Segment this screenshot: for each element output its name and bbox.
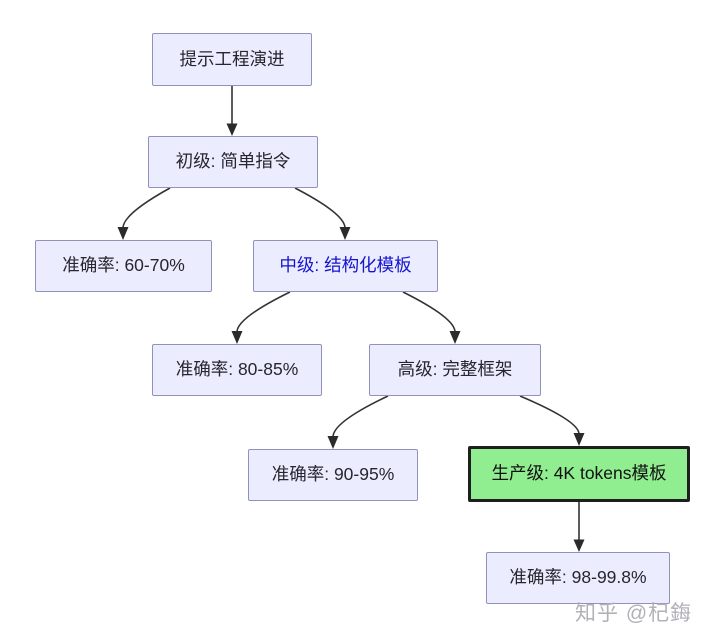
arrowhead-basic-intermediate xyxy=(339,227,351,240)
arrowhead-production-acc xyxy=(573,539,585,552)
edge-advanced-production xyxy=(519,395,580,435)
edge-basic-intermediate xyxy=(294,187,346,229)
arrowhead-advanced-acc xyxy=(327,436,339,449)
arrowhead-advanced-production xyxy=(573,433,585,446)
node-root: 提示工程演进 xyxy=(152,33,312,86)
node-intermediate-level: 中级: 结构化模板 xyxy=(253,240,438,292)
arrowhead-basic-acc xyxy=(117,227,129,240)
arrowhead-intermediate-advanced xyxy=(449,331,461,344)
node-accuracy-60-70: 准确率: 60-70% xyxy=(35,240,212,292)
node-accuracy-98-99-8: 准确率: 98-99.8% xyxy=(486,552,670,604)
arrowhead-intermediate-acc xyxy=(231,331,243,344)
node-production-level: 生产级: 4K tokens模板 xyxy=(468,446,690,502)
edge-advanced-acc xyxy=(332,395,389,438)
watermark: 知乎 @杞鋂 xyxy=(575,602,693,625)
node-accuracy-80-85: 准确率: 80-85% xyxy=(152,344,322,396)
node-advanced-level: 高级: 完整框架 xyxy=(369,344,541,396)
arrowhead-root-basic xyxy=(226,123,238,136)
node-basic-level: 初级: 简单指令 xyxy=(148,136,318,188)
edge-basic-acc xyxy=(122,187,171,229)
node-accuracy-90-95: 准确率: 90-95% xyxy=(248,449,418,501)
edge-intermediate-advanced xyxy=(402,291,456,333)
edge-intermediate-acc xyxy=(236,291,291,333)
